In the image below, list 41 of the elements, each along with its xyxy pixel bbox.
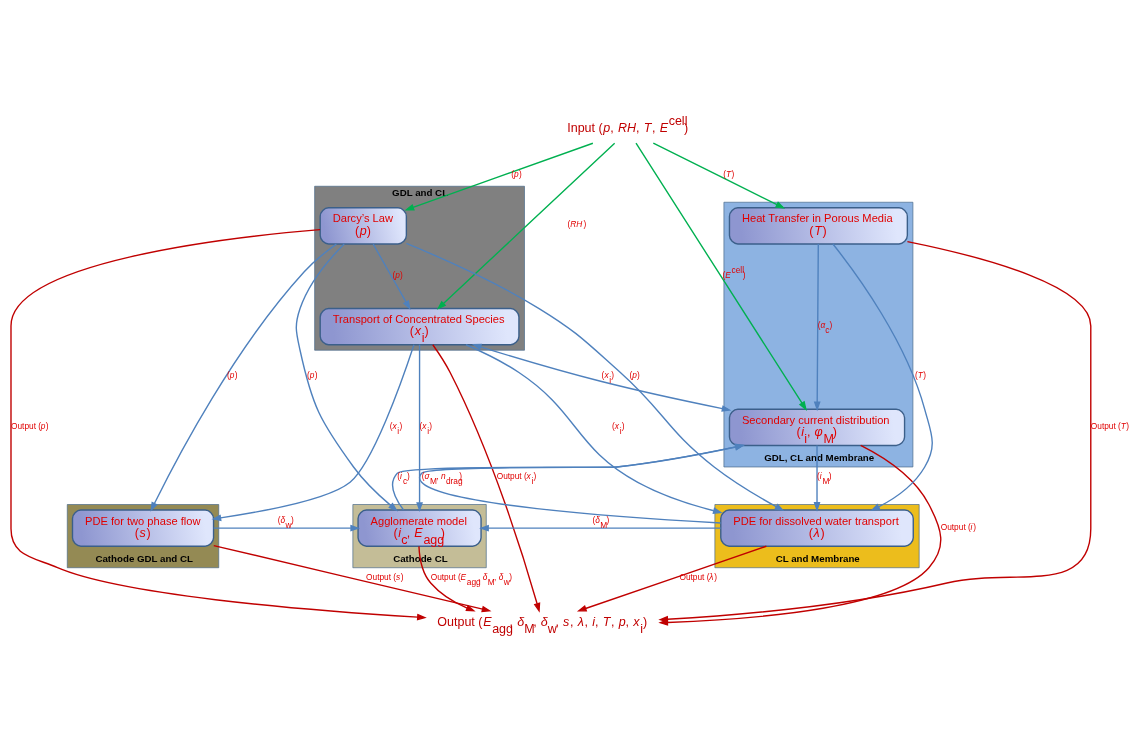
arrow xyxy=(465,344,723,514)
node-box: PDE for dissolved water transport (λ) xyxy=(720,509,914,547)
arrow xyxy=(391,443,745,511)
node-box: Heat Transfer in Porous Media (T) xyxy=(728,207,909,245)
arrow xyxy=(372,243,411,311)
edge-label: (p) xyxy=(629,370,640,381)
edge-label: Output (T) xyxy=(1090,420,1130,431)
arrow xyxy=(211,344,415,522)
arrow xyxy=(213,524,361,532)
arrow xyxy=(432,344,541,613)
arrow xyxy=(418,443,745,524)
arrow xyxy=(635,142,807,411)
arrow xyxy=(658,240,1092,623)
arrow xyxy=(479,524,722,532)
arrow xyxy=(576,545,768,612)
arrow xyxy=(416,344,423,512)
edge-label: (T) xyxy=(723,168,735,179)
arrow xyxy=(213,544,492,613)
edge-label: (T) xyxy=(914,370,927,381)
edge-label: (p) xyxy=(511,168,522,179)
edge-label: Output (s) xyxy=(366,571,404,582)
arrow xyxy=(471,343,732,412)
arrow xyxy=(652,142,786,209)
edge-label: (p) xyxy=(307,370,318,381)
arrow xyxy=(832,243,933,511)
edge-label: (RH) xyxy=(567,219,587,230)
edge-label: Output (λ) xyxy=(679,571,717,582)
edge-label: (p) xyxy=(227,370,238,381)
arrow xyxy=(813,243,821,412)
arrow xyxy=(295,243,398,512)
arrow xyxy=(813,444,821,512)
edge-label: (p) xyxy=(392,269,403,280)
edge-label: Output (i) xyxy=(940,521,977,532)
arrow xyxy=(150,243,337,512)
arrow xyxy=(436,142,616,310)
arrow xyxy=(10,228,427,621)
node-box: PDE for two phase flow (s) xyxy=(71,509,215,547)
arrow xyxy=(404,142,594,211)
arrow xyxy=(418,545,476,612)
arrow xyxy=(405,242,785,512)
node-box: Darcy’s Law (p) xyxy=(319,207,408,245)
